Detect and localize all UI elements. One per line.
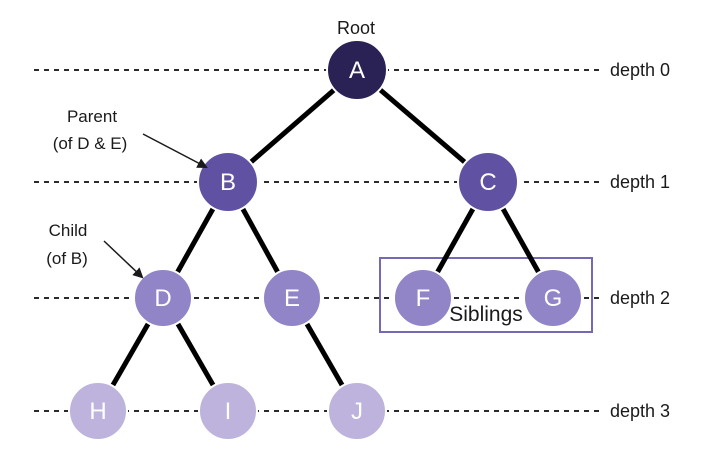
parent-arrow — [142, 133, 208, 168]
node-h-label: H — [89, 398, 106, 425]
node-a-label: A — [349, 57, 365, 84]
tree-node-e: E — [262, 268, 322, 328]
annotations: Root Parent (of D & E) Child (of B) Sibl… — [46, 18, 523, 326]
node-f-circle — [393, 268, 453, 328]
child-label-line1: Child — [49, 221, 88, 240]
tree-node-h: H — [68, 381, 128, 441]
node-g-circle — [523, 268, 583, 328]
node-j-label: J — [351, 398, 363, 425]
node-e-label: E — [284, 285, 300, 312]
depth-2-label: depth 2 — [610, 288, 670, 308]
node-f-label: F — [416, 285, 431, 312]
root-label: Root — [337, 18, 375, 38]
node-a-circle — [326, 39, 388, 101]
depth-guides: depth 0 depth 1 depth 2 depth 3 — [34, 60, 670, 421]
tree-node-g: G — [523, 268, 583, 328]
node-g-label: G — [544, 285, 563, 312]
tree-nodes: A B C D E F G — [68, 39, 583, 441]
node-b-label: B — [220, 169, 236, 196]
tree-node-c: C — [457, 151, 519, 213]
tree-node-d: D — [133, 268, 193, 328]
depth-1-label: depth 1 — [610, 172, 670, 192]
node-e-circle — [262, 268, 322, 328]
tree-node-i: I — [198, 381, 258, 441]
node-i-label: I — [225, 398, 232, 425]
siblings-box — [379, 257, 593, 333]
tree-node-b: B — [197, 151, 259, 213]
parent-label-line2: (of D & E) — [53, 134, 128, 153]
parent-label-line1: Parent — [67, 107, 117, 126]
depth-3-label: depth 3 — [610, 401, 670, 421]
node-d-circle — [133, 268, 193, 328]
tree-edges — [95, 68, 556, 413]
node-j-circle — [327, 381, 387, 441]
tree-node-j: J — [327, 381, 387, 441]
tree-node-a: A — [326, 39, 388, 101]
node-h-circle — [68, 381, 128, 441]
tree-node-f: F — [393, 268, 453, 328]
depth-0-label: depth 0 — [610, 60, 670, 80]
node-i-circle — [198, 381, 258, 441]
child-label-line2: (of B) — [46, 249, 88, 268]
node-d-label: D — [154, 285, 171, 312]
node-c-circle — [457, 151, 519, 213]
node-c-label: C — [479, 169, 496, 196]
siblings-label: Siblings — [449, 303, 523, 326]
node-b-circle — [197, 151, 259, 213]
child-arrow — [103, 240, 144, 279]
